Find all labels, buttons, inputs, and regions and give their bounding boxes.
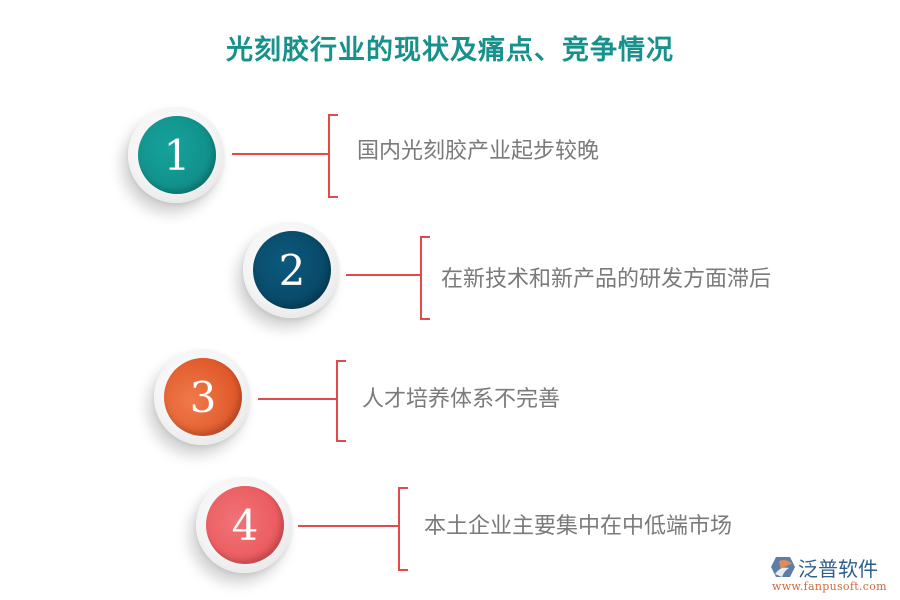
logo-name: 泛普软件 — [798, 557, 878, 581]
item-text-3: 人才培养体系不完善 — [362, 387, 561, 412]
bracket-1 — [328, 114, 338, 198]
bracket-3 — [336, 360, 346, 442]
number-circle-2: 2 — [253, 231, 331, 309]
number-badge-2: 2 — [243, 222, 339, 318]
page-title: 光刻胶行业的现状及痛点、竞争情况 — [226, 35, 674, 66]
item-text-4: 本土企业主要集中在中低端市场 — [424, 514, 733, 539]
logo-url: www.fanpusoft.com — [772, 580, 887, 593]
bracket-2 — [420, 236, 430, 320]
bracket-4 — [398, 487, 408, 571]
number-circle-1: 1 — [138, 116, 216, 194]
number-circle-4: 4 — [206, 486, 284, 564]
connector-line-3 — [258, 398, 336, 400]
connector-line-2 — [346, 274, 420, 276]
brand-logo: 泛普软件 www.fanpusoft.com — [768, 553, 896, 597]
connector-line-1 — [232, 153, 328, 155]
number-badge-1: 1 — [128, 107, 224, 203]
number-badge-4: 4 — [196, 477, 292, 573]
connector-line-4 — [298, 525, 398, 527]
number-circle-3: 3 — [164, 358, 242, 436]
logo-mark-icon — [771, 557, 795, 577]
item-text-2: 在新技术和新产品的研发方面滞后 — [441, 267, 772, 292]
item-text-1: 国内光刻胶产业起步较晚 — [357, 139, 600, 164]
number-badge-3: 3 — [154, 349, 250, 445]
